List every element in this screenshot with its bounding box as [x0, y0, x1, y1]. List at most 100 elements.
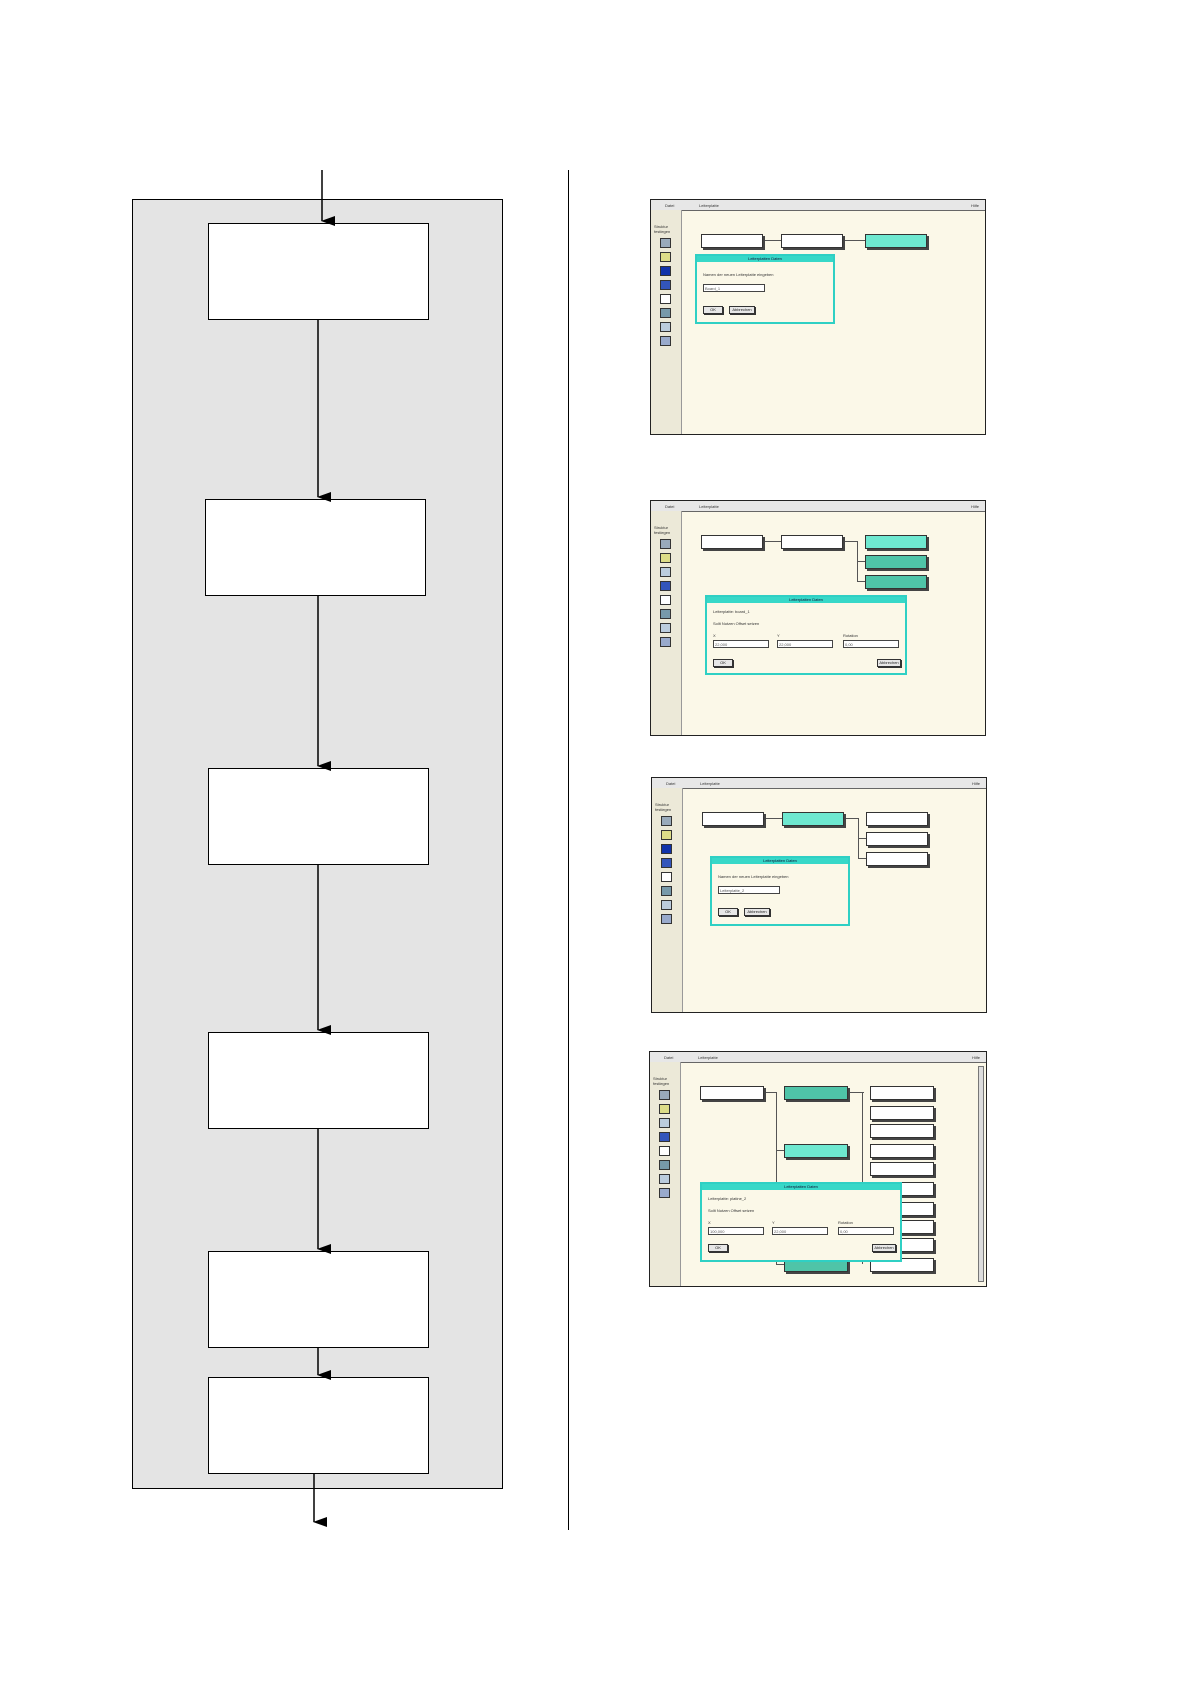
menu-leiterplatte[interactable]: Leiterplatte: [698, 1055, 718, 1060]
tree-node[interactable]: [781, 535, 843, 549]
menu-hilfe[interactable]: Hilfe: [970, 504, 979, 509]
board-tool-icon[interactable]: [660, 266, 671, 276]
menu-bar: Datei Leiterplatte Hilfe: [650, 1052, 986, 1063]
vertical-scrollbar[interactable]: [978, 1066, 984, 1282]
route-tool-icon[interactable]: [661, 858, 672, 868]
rotation-field-label: Rotation: [838, 1220, 853, 1225]
menu-datei[interactable]: Datei: [665, 203, 675, 208]
help-tool-icon[interactable]: [661, 914, 672, 924]
folder-tool-icon[interactable]: [660, 553, 671, 563]
tree-link: [765, 541, 781, 542]
move-tool-icon[interactable]: [660, 623, 671, 633]
menu-datei[interactable]: Datei: [665, 504, 675, 509]
page-tool-icon[interactable]: [660, 595, 671, 605]
tree-node[interactable]: [870, 1086, 934, 1100]
tree-node[interactable]: [865, 575, 927, 589]
tree-node[interactable]: [870, 1106, 934, 1120]
tree-node-selected[interactable]: [784, 1086, 848, 1100]
view-tool-icon[interactable]: [659, 1160, 670, 1170]
cancel-button[interactable]: Abbrechen: [872, 1244, 896, 1252]
tree-node[interactable]: [784, 1144, 848, 1158]
menu-leiterplatte[interactable]: Leiterplatte: [699, 504, 719, 509]
menu-leiterplatte[interactable]: Leiterplatte: [700, 781, 720, 786]
rotation-input[interactable]: 0,00: [838, 1227, 894, 1235]
ok-button[interactable]: OK: [708, 1244, 728, 1252]
screen-1: Datei Leiterplatte Hilfe Struktur festle…: [650, 199, 986, 435]
tool-panel: Struktur festlegen: [651, 210, 682, 434]
select-tool-icon[interactable]: [659, 1090, 670, 1100]
tree-node[interactable]: [866, 852, 928, 866]
flow-step-4: [208, 1032, 429, 1129]
menu-datei[interactable]: Datei: [664, 1055, 674, 1060]
dialog-offset-line: Sollt Nutzen Offset setzen: [713, 621, 760, 626]
move-tool-icon[interactable]: [660, 322, 671, 332]
view-tool-icon[interactable]: [661, 886, 672, 896]
offset-dialog: Leiterplatten Daten Leiterplatte: platin…: [700, 1182, 902, 1262]
route-tool-icon[interactable]: [660, 581, 671, 591]
help-tool-icon[interactable]: [659, 1188, 670, 1198]
folder-tool-icon[interactable]: [661, 830, 672, 840]
tree-node[interactable]: [865, 555, 927, 569]
menu-bar: Datei Leiterplatte Hilfe: [652, 778, 986, 789]
x-offset-input[interactable]: 100,000: [708, 1227, 764, 1235]
tree-node[interactable]: [866, 832, 928, 846]
menu-datei[interactable]: Datei: [666, 781, 676, 786]
rotation-input[interactable]: 0,00: [843, 640, 899, 648]
x-offset-input[interactable]: 22,000: [713, 640, 769, 648]
board-name-input[interactable]: Board_1: [703, 284, 765, 292]
tree-node-selected[interactable]: [865, 535, 927, 549]
board-tool-icon[interactable]: [660, 567, 671, 577]
menu-hilfe[interactable]: Hilfe: [971, 781, 980, 786]
tree-link: [857, 581, 865, 582]
select-tool-icon[interactable]: [661, 816, 672, 826]
help-tool-icon[interactable]: [660, 637, 671, 647]
tree-node-selected[interactable]: [865, 234, 927, 248]
board-name-input[interactable]: Leiterplatte_2: [718, 886, 780, 894]
dialog-prompt: Namen der neuen Leiterplatte eingeben: [718, 874, 789, 879]
move-tool-icon[interactable]: [661, 900, 672, 910]
tree-node[interactable]: [701, 234, 763, 248]
cancel-button[interactable]: Abbrechen: [877, 659, 901, 667]
folder-tool-icon[interactable]: [660, 252, 671, 262]
ok-button[interactable]: OK: [713, 659, 733, 667]
tool-panel: Struktur festlegen: [652, 788, 683, 1012]
page-tool-icon[interactable]: [661, 872, 672, 882]
tree-node[interactable]: [781, 234, 843, 248]
tree-node-selected[interactable]: [782, 812, 844, 826]
view-tool-icon[interactable]: [660, 308, 671, 318]
select-tool-icon[interactable]: [660, 539, 671, 549]
menu-hilfe[interactable]: Hilfe: [971, 1055, 980, 1060]
tree-node[interactable]: [702, 812, 764, 826]
menu-leiterplatte[interactable]: Leiterplatte: [699, 203, 719, 208]
tree-node[interactable]: [870, 1162, 934, 1176]
folder-tool-icon[interactable]: [659, 1104, 670, 1114]
tree-node[interactable]: [701, 535, 763, 549]
help-tool-icon[interactable]: [660, 336, 671, 346]
ok-button[interactable]: OK: [718, 908, 738, 916]
column-divider: [568, 170, 569, 1530]
board-tool-icon[interactable]: [659, 1118, 670, 1128]
route-tool-icon[interactable]: [659, 1132, 670, 1142]
tree-node[interactable]: [870, 1124, 934, 1138]
tool-panel-label: Struktur festlegen: [653, 1076, 670, 1086]
menu-bar: Datei Leiterplatte Hilfe: [651, 501, 985, 512]
page-tool-icon[interactable]: [660, 294, 671, 304]
tool-panel: Struktur festlegen: [651, 511, 682, 735]
y-offset-input[interactable]: 22,000: [777, 640, 833, 648]
page-tool-icon[interactable]: [659, 1146, 670, 1156]
board-tool-icon[interactable]: [661, 844, 672, 854]
view-tool-icon[interactable]: [660, 609, 671, 619]
cancel-button[interactable]: Abbrechen: [744, 908, 770, 916]
cancel-button[interactable]: Abbrechen: [729, 306, 755, 314]
route-tool-icon[interactable]: [660, 280, 671, 290]
menu-hilfe[interactable]: Hilfe: [970, 203, 979, 208]
y-field-label: Y: [772, 1220, 775, 1225]
tree-node[interactable]: [866, 812, 928, 826]
tree-node[interactable]: [870, 1144, 934, 1158]
select-tool-icon[interactable]: [660, 238, 671, 248]
ok-button[interactable]: OK: [703, 306, 723, 314]
move-tool-icon[interactable]: [659, 1174, 670, 1184]
tree-link: [845, 240, 865, 241]
tree-node[interactable]: [700, 1086, 764, 1100]
y-offset-input[interactable]: 22,000: [772, 1227, 828, 1235]
